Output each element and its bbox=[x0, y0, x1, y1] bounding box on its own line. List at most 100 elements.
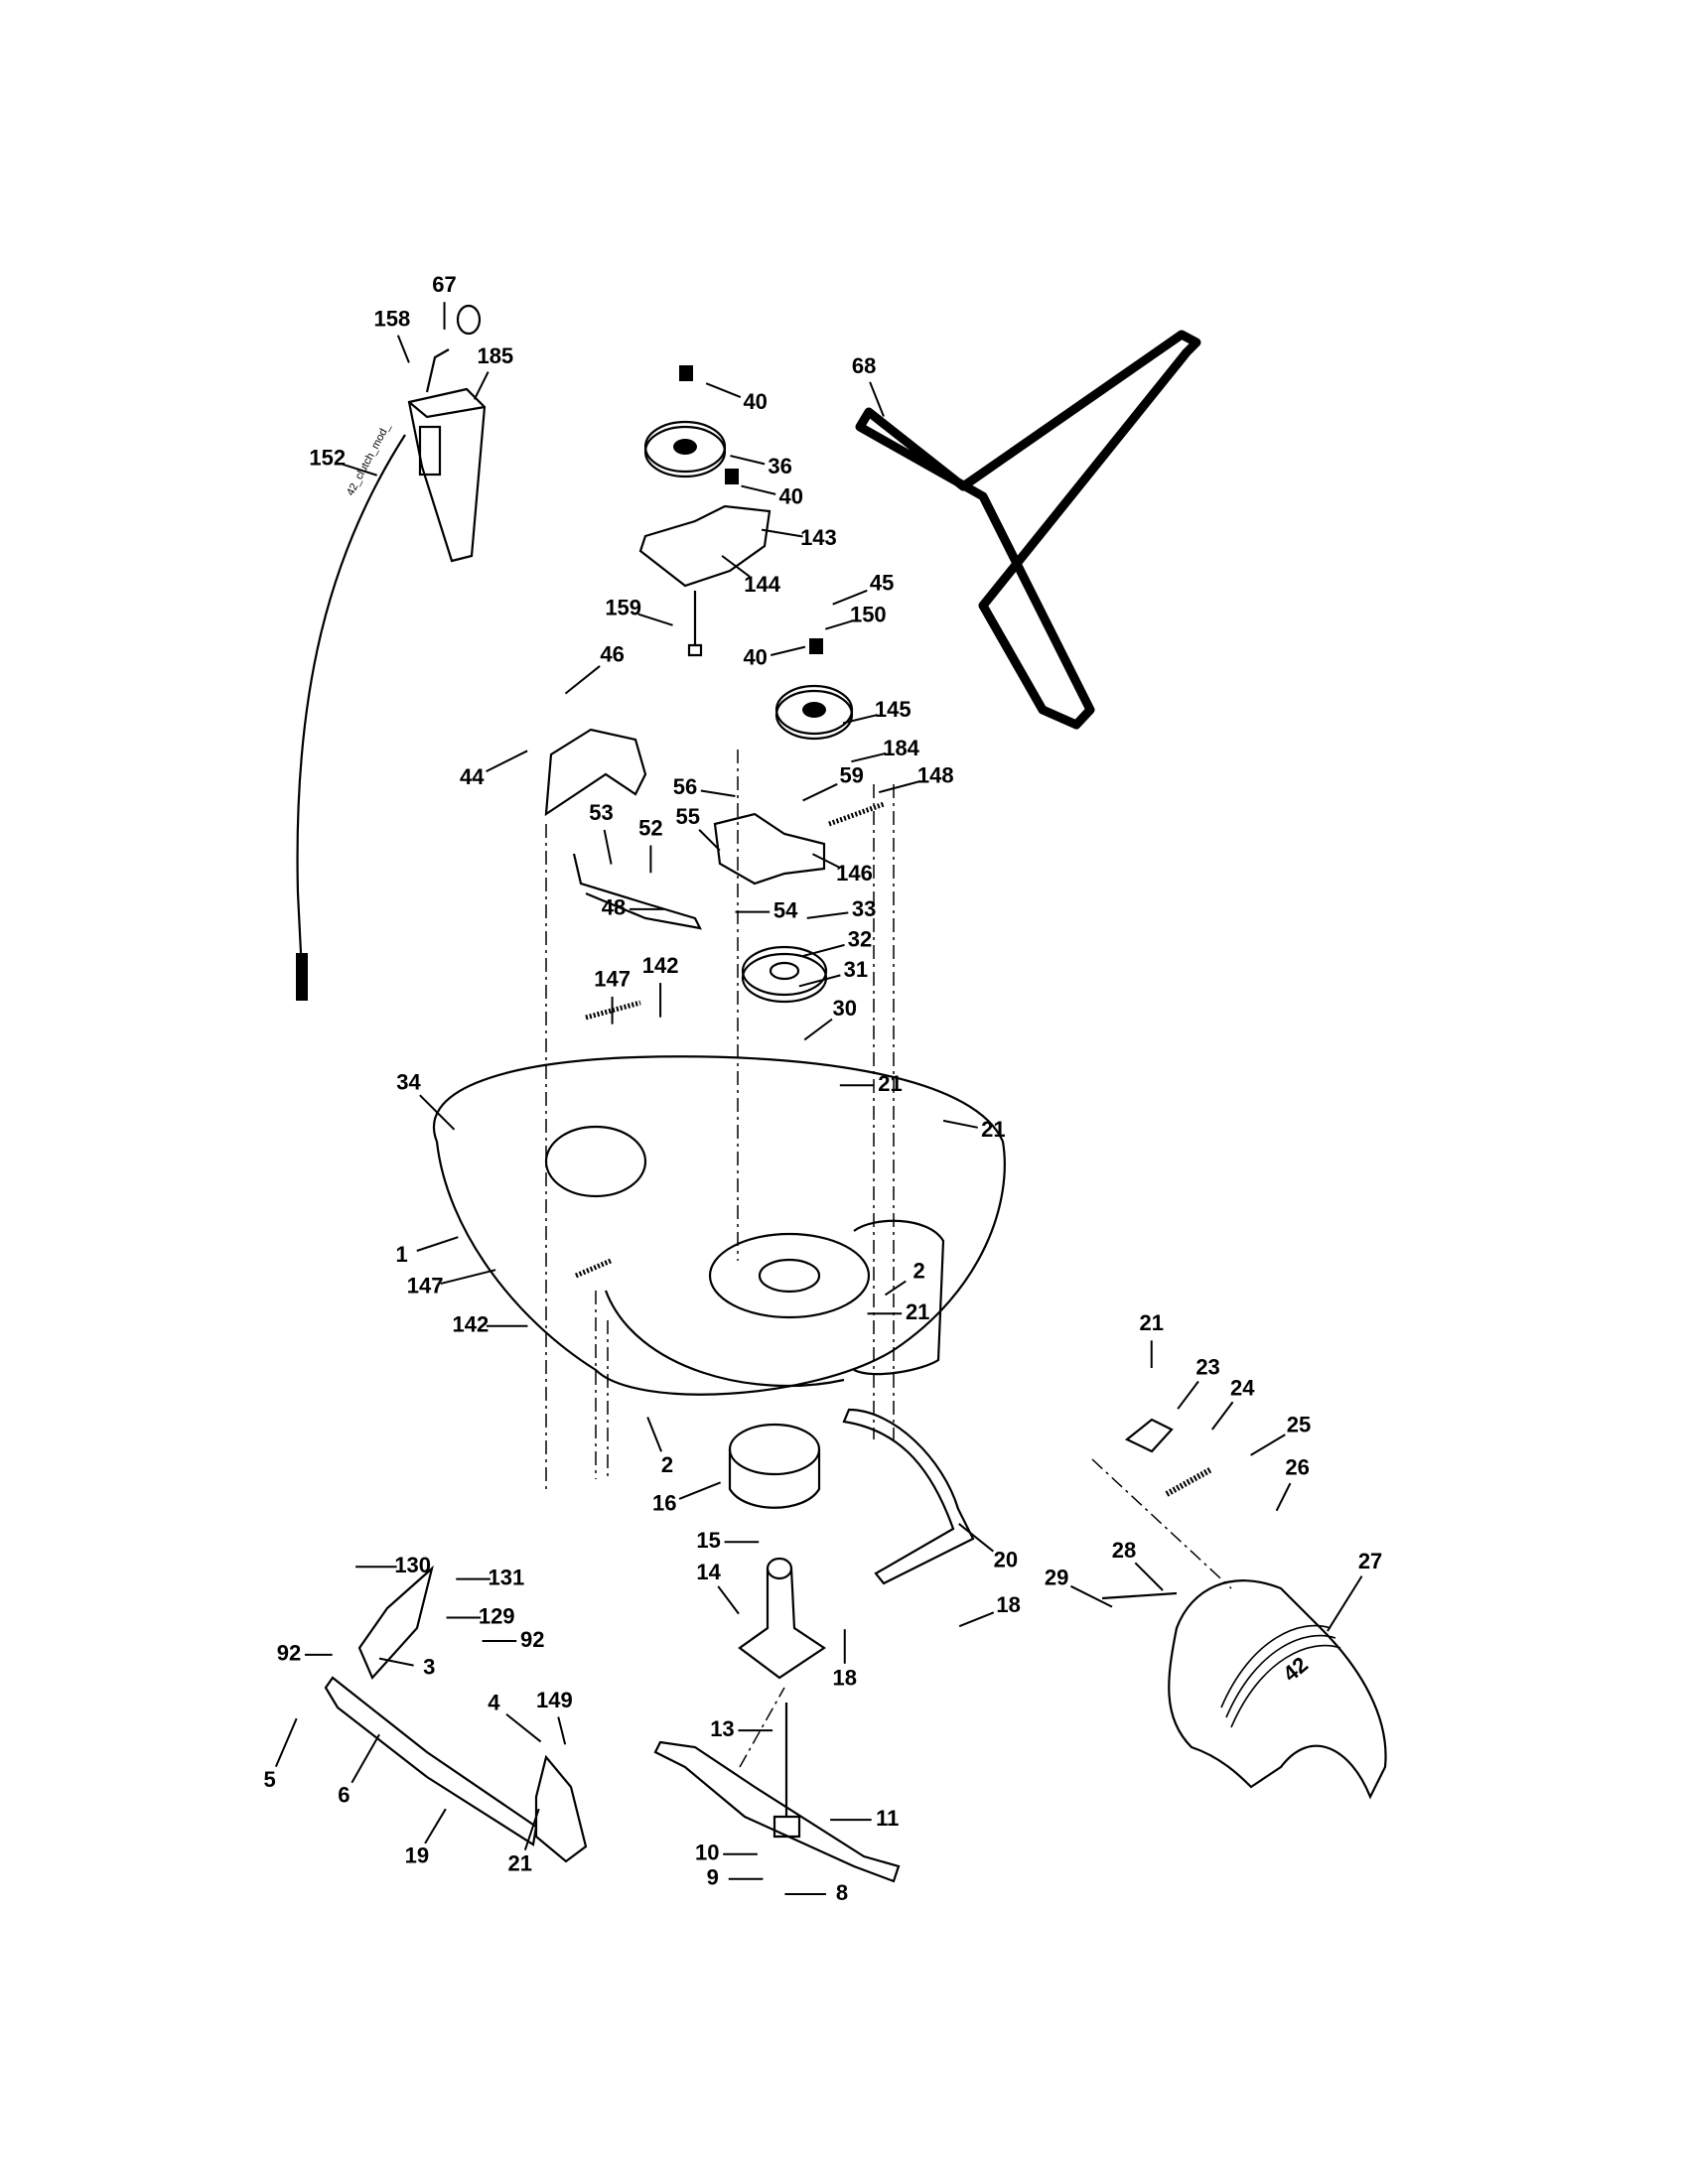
part-label-159: 159 bbox=[605, 596, 641, 620]
leader-line bbox=[741, 484, 776, 495]
part-label-185: 185 bbox=[477, 343, 513, 368]
part-label-67: 67 bbox=[432, 272, 456, 297]
part-label-8: 8 bbox=[836, 1880, 848, 1905]
leader-line bbox=[1134, 1562, 1164, 1591]
leader-line bbox=[721, 555, 751, 578]
part-label-5: 5 bbox=[263, 1767, 275, 1792]
leader-line bbox=[351, 1733, 380, 1784]
part-label-16: 16 bbox=[652, 1491, 676, 1516]
bracket-23 bbox=[1124, 1418, 1174, 1453]
part-label-149: 149 bbox=[536, 1688, 573, 1712]
spindle-housing bbox=[728, 1423, 821, 1509]
spindle-14 bbox=[738, 1557, 826, 1680]
part-label-29: 29 bbox=[1045, 1565, 1068, 1589]
part-label-44: 44 bbox=[460, 764, 485, 789]
clutch-cable bbox=[296, 434, 406, 974]
part-label-21: 21 bbox=[1140, 1310, 1164, 1335]
leader-line bbox=[832, 589, 868, 606]
belt-guard bbox=[544, 728, 647, 817]
part-label-4: 4 bbox=[488, 1691, 500, 1715]
leader-line bbox=[811, 853, 841, 869]
leader-line bbox=[486, 750, 528, 772]
part-label-142: 142 bbox=[453, 1312, 490, 1337]
mower-deck bbox=[432, 1055, 1006, 1396]
spindle-pulley-32 bbox=[741, 945, 828, 1004]
part-label-146: 146 bbox=[836, 861, 873, 886]
leader-line bbox=[700, 789, 736, 798]
part-label-21: 21 bbox=[878, 1071, 902, 1096]
spring-148 bbox=[828, 801, 885, 827]
leader-line bbox=[523, 1808, 540, 1851]
knob-67 bbox=[456, 304, 482, 336]
shaft-13 bbox=[772, 1703, 801, 1839]
part-label-24: 24 bbox=[1230, 1375, 1255, 1400]
bracket-3 bbox=[357, 1565, 434, 1681]
part-label-40: 40 bbox=[743, 645, 767, 670]
leader-line bbox=[878, 780, 921, 794]
part-label-143: 143 bbox=[800, 525, 837, 550]
leader-line bbox=[958, 1611, 995, 1628]
part-label-25: 25 bbox=[1287, 1413, 1311, 1437]
part-label-59: 59 bbox=[839, 763, 863, 788]
leader-line bbox=[806, 911, 849, 919]
bolt-159 bbox=[687, 591, 703, 657]
part-label-14: 14 bbox=[696, 1560, 721, 1584]
part-label-3: 3 bbox=[423, 1655, 435, 1680]
part-labels: 6715818515240364014314415945150404614544… bbox=[263, 272, 1382, 1905]
part-label-46: 46 bbox=[600, 642, 624, 667]
leader-line bbox=[942, 1119, 978, 1129]
part-label-18: 18 bbox=[833, 1666, 857, 1691]
part-label-45: 45 bbox=[870, 571, 894, 596]
bracket-4 bbox=[534, 1754, 588, 1863]
leader-line bbox=[802, 943, 845, 957]
link-6 bbox=[324, 1676, 538, 1846]
part-label-40: 40 bbox=[778, 483, 802, 508]
part-label-92: 92 bbox=[520, 1627, 544, 1652]
chute-badge: 42 bbox=[1278, 1652, 1313, 1687]
part-label-40: 40 bbox=[743, 389, 767, 414]
leader-line bbox=[378, 1657, 414, 1667]
nut bbox=[725, 469, 739, 484]
clutch-bracket bbox=[407, 348, 487, 563]
cable-text: 42_clutch_mod_ bbox=[345, 421, 393, 498]
part-label-148: 148 bbox=[917, 763, 954, 788]
part-label-18: 18 bbox=[996, 1592, 1020, 1617]
spring-147b bbox=[575, 1258, 612, 1279]
leader-line bbox=[1211, 1401, 1234, 1431]
leader-line bbox=[342, 463, 377, 477]
part-label-31: 31 bbox=[844, 957, 868, 982]
leader-line bbox=[424, 1808, 447, 1844]
leader-line bbox=[440, 1269, 496, 1286]
part-label-52: 52 bbox=[638, 815, 662, 840]
part-label-1: 1 bbox=[395, 1242, 407, 1267]
part-label-150: 150 bbox=[850, 603, 887, 627]
leader-line bbox=[802, 782, 838, 802]
spring-25 bbox=[1165, 1466, 1213, 1497]
discharge-chute: 42 bbox=[1168, 1579, 1387, 1800]
part-label-23: 23 bbox=[1195, 1354, 1219, 1379]
part-label-21: 21 bbox=[981, 1117, 1005, 1142]
leader-line bbox=[557, 1716, 567, 1745]
leader-line bbox=[646, 1417, 663, 1452]
part-label-147: 147 bbox=[407, 1274, 444, 1298]
part-label-27: 27 bbox=[1358, 1549, 1382, 1573]
part-label-28: 28 bbox=[1112, 1538, 1136, 1563]
leader-line bbox=[1275, 1482, 1292, 1512]
leader-line bbox=[274, 1717, 298, 1768]
part-label-20: 20 bbox=[994, 1547, 1018, 1571]
leader-line bbox=[798, 974, 841, 988]
leader-line bbox=[1327, 1575, 1363, 1632]
part-label-184: 184 bbox=[883, 736, 919, 760]
leader-line bbox=[771, 645, 806, 656]
part-label-21: 21 bbox=[906, 1299, 929, 1324]
leader-line bbox=[505, 1712, 542, 1743]
leader-line bbox=[416, 1236, 459, 1252]
part-label-145: 145 bbox=[875, 697, 912, 722]
centerline bbox=[545, 750, 1232, 1768]
part-label-152: 152 bbox=[309, 446, 346, 471]
leader-line bbox=[851, 751, 887, 763]
part-label-34: 34 bbox=[396, 1070, 421, 1095]
part-label-26: 26 bbox=[1285, 1455, 1309, 1480]
